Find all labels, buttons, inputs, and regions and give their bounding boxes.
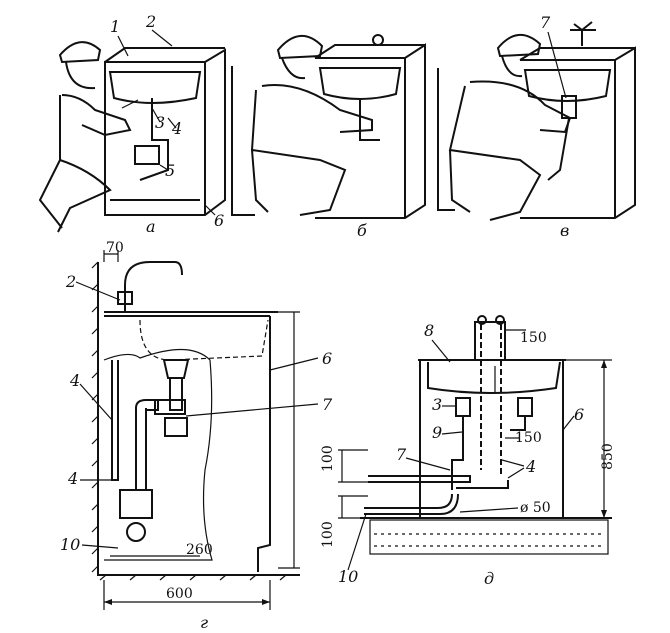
helmet-v	[496, 34, 542, 58]
helmet-b	[276, 35, 324, 60]
d-label-7: 7	[396, 445, 407, 464]
a-label-3: 3	[155, 113, 165, 132]
g-dim-70: 70	[106, 240, 124, 256]
b-caption: б	[357, 221, 367, 240]
g-label-10: 10	[60, 535, 80, 554]
a-label-1: 1	[110, 17, 120, 36]
d-dim-dia50: ø 50	[520, 500, 551, 516]
panel-b: б	[231, 34, 426, 240]
panel-v: 7 в	[437, 13, 636, 240]
a-label-5: 5	[165, 161, 175, 180]
a-label-4: 4	[171, 119, 182, 138]
v-label-7: 7	[540, 13, 551, 32]
g-label-2: 2	[65, 272, 76, 291]
a-label-2: 2	[145, 12, 156, 31]
a-caption: а	[146, 217, 156, 236]
d-dim-850: 850	[600, 443, 616, 470]
d-dim-150-top: 150	[520, 330, 547, 346]
d-dim-100-top: 100	[320, 445, 336, 472]
helmet-a	[58, 41, 102, 64]
d-dim-150-mid: 150	[515, 430, 542, 446]
a-label-6: 6	[214, 211, 224, 230]
d-dim-100-bottom: 100	[320, 521, 336, 548]
g-label-4-bottom: 4	[67, 469, 78, 488]
d-label-8: 8	[424, 321, 434, 340]
g-label-4-top: 4	[69, 371, 80, 390]
d-label-3: 3	[432, 395, 442, 414]
d-label-6: 6	[574, 405, 584, 424]
panel-a: 1 2 3 4 5 6 а	[38, 12, 226, 236]
v-caption: в	[560, 221, 569, 240]
panel-g: 70 260 600 2 4 4 6 7 10 г	[60, 240, 333, 632]
g-caption: г	[200, 613, 208, 632]
panel-d: 150 150 850 100 100 ø 50 8 3 9 7 4 6 10 …	[320, 315, 616, 588]
g-dim-600: 600	[166, 586, 193, 602]
g-dim-260: 260	[186, 542, 213, 558]
d-caption: д	[484, 569, 494, 588]
g-label-7: 7	[322, 395, 333, 414]
g-label-6: 6	[322, 349, 332, 368]
d-label-10: 10	[338, 567, 358, 586]
d-label-9: 9	[432, 423, 442, 442]
d-label-4: 4	[525, 457, 536, 476]
